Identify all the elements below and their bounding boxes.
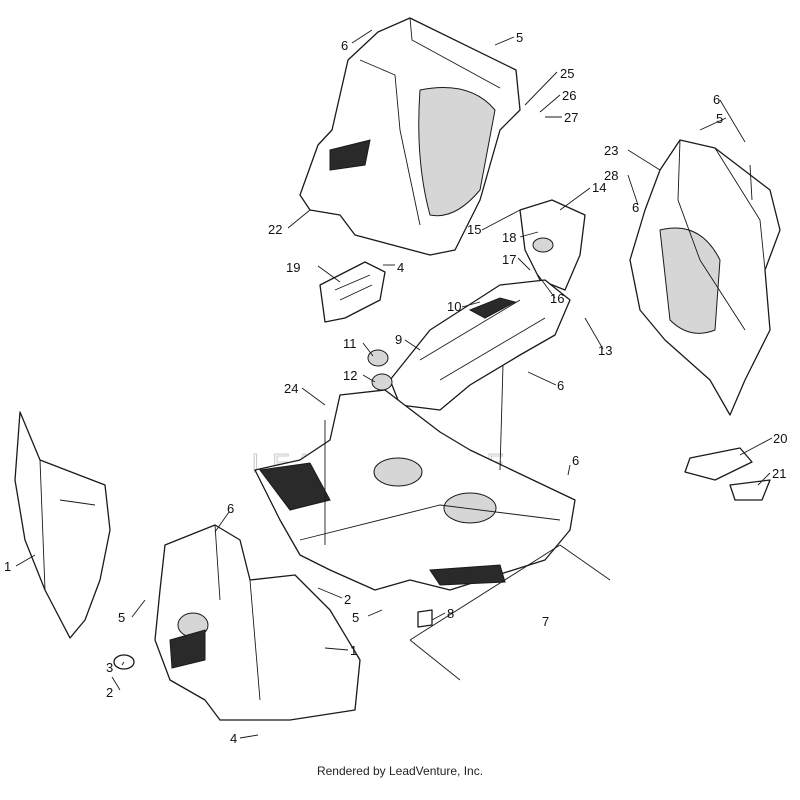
callout-10: 10 [447, 299, 461, 314]
callout-14: 14 [592, 180, 606, 195]
callout-9: 9 [395, 332, 402, 347]
callout-17: 17 [502, 252, 516, 267]
callout-18: 18 [502, 230, 516, 245]
leader-lines [15, 29, 773, 739]
callout-6-left: 6 [227, 501, 234, 516]
callout-15: 15 [467, 222, 481, 237]
callout-6-floor: 6 [572, 453, 579, 468]
callout-8: 8 [447, 606, 454, 621]
left-fender-outer [14, 411, 111, 639]
left-fender-inner [154, 524, 361, 721]
callout-19: 19 [286, 260, 300, 275]
callout-3: 3 [106, 660, 113, 675]
callout-25: 25 [560, 66, 574, 81]
callout-6-center: 6 [557, 378, 564, 393]
callout-22: 22 [268, 222, 282, 237]
callout-26: 26 [562, 88, 576, 103]
upper-bracket [519, 199, 586, 291]
callout-7: 7 [542, 614, 549, 629]
callout-4-lower: 4 [230, 731, 237, 746]
callout-27: 27 [564, 110, 578, 125]
small-parts [113, 447, 771, 670]
center-console [389, 279, 571, 411]
callout-11: 11 [343, 336, 357, 351]
right-side-panel [629, 139, 781, 416]
callout-21: 21 [772, 466, 786, 481]
callout-5-right: 5 [716, 111, 723, 126]
callout-6-extra: 6 [632, 200, 639, 215]
callout-1-right: 1 [350, 643, 357, 658]
callout-16: 16 [550, 291, 564, 306]
callout-13: 13 [598, 343, 612, 358]
callout-5-center: 5 [352, 610, 359, 625]
callout-24: 24 [284, 381, 298, 396]
callout-2-lower: 2 [106, 685, 113, 700]
callout-5-left: 5 [118, 610, 125, 625]
callout-12: 12 [343, 368, 357, 383]
callout-7-bracket [409, 544, 611, 681]
upper-left-panel [299, 17, 521, 256]
callout-23: 23 [604, 143, 618, 158]
callout-2-upper: 2 [344, 592, 351, 607]
side-bracket [319, 261, 386, 323]
callout-20: 20 [773, 431, 787, 446]
callout-5-top: 5 [516, 30, 523, 45]
callout-6-right: 6 [713, 92, 720, 107]
cup-holders [367, 349, 393, 391]
footer-credit: Rendered by LeadVenture, Inc. [316, 764, 484, 778]
callout-4-upper: 4 [397, 260, 404, 275]
callout-labels: 1 1 2 2 3 4 4 5 5 5 5 6 6 6 6 6 6 7 8 9 … [4, 30, 787, 746]
floor-pan [254, 389, 576, 591]
callout-1-left: 1 [4, 559, 11, 574]
callout-6-top: 6 [341, 38, 348, 53]
assembly-lines [324, 164, 753, 545]
callout-28: 28 [604, 168, 618, 183]
